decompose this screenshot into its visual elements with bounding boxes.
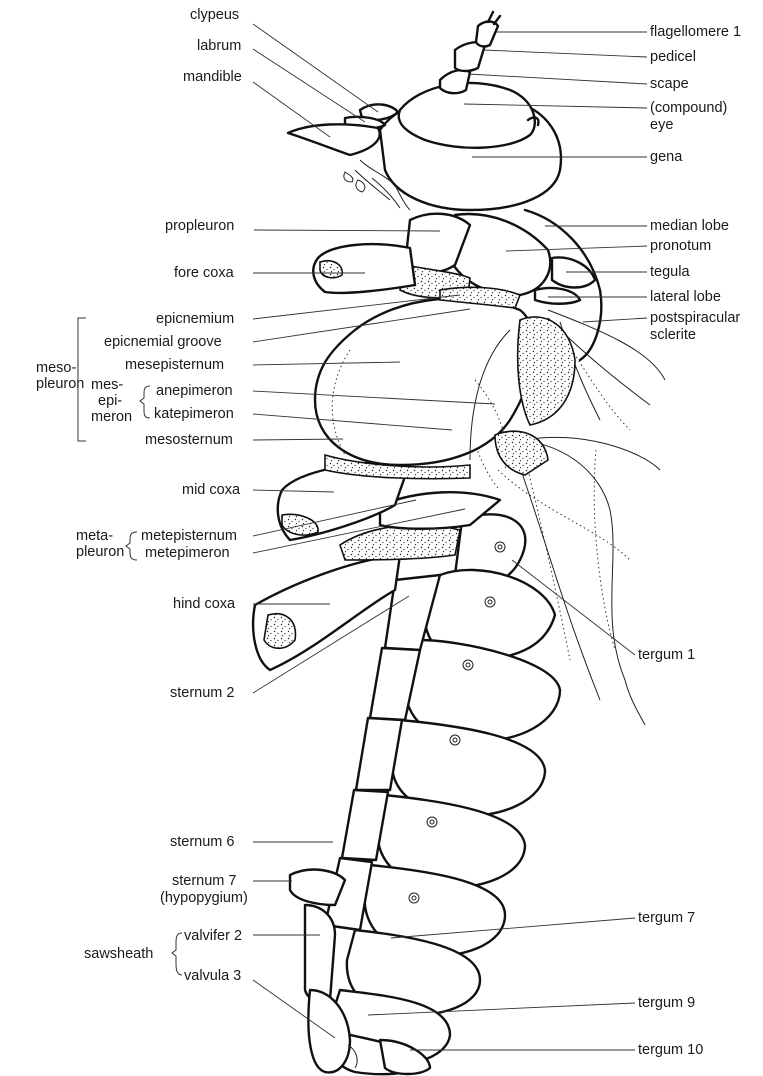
label-median-lobe: median lobe xyxy=(650,218,729,234)
label-sawsheath: sawsheath xyxy=(84,946,153,962)
label-tergum-1: tergum 1 xyxy=(638,647,695,663)
label-propleuron: propleuron xyxy=(165,218,234,234)
mouthparts-2 xyxy=(344,172,365,192)
label-mandible: mandible xyxy=(183,69,242,85)
compound-eye-shape xyxy=(399,83,535,148)
label-pronotum: pronotum xyxy=(650,238,711,254)
label-valvifer-2: valvifer 2 xyxy=(184,928,242,944)
valvifer-shape xyxy=(305,905,335,1002)
label-tergum-7: tergum 7 xyxy=(638,910,695,926)
label-sternum-2: sternum 2 xyxy=(170,685,234,701)
metapleuron-bracket xyxy=(126,532,137,560)
hind-coxa-shape xyxy=(253,555,400,670)
label-mesosternum: mesosternum xyxy=(145,432,233,448)
label-metepimeron: metepimeron xyxy=(145,545,230,561)
label-metapleuron-line2: pleuron xyxy=(76,544,124,560)
label-tergum-9: tergum 9 xyxy=(638,995,695,1011)
label-postspiracular-line1: postspiracular xyxy=(650,310,740,326)
hypopygium-shape xyxy=(290,870,345,905)
flagellomere-shape xyxy=(476,22,498,47)
label-epicnemium: epicnemium xyxy=(156,311,234,327)
label-metepisternum: metepisternum xyxy=(141,528,237,544)
label-sternum-7-line1: sternum 7 xyxy=(172,873,236,889)
label-mesepimeron-line3: meron xyxy=(91,409,132,425)
mandible-shape xyxy=(288,124,380,155)
label-compound-eye-line1: (compound) xyxy=(650,100,727,116)
label-scape: scape xyxy=(650,76,689,92)
label-postspiracular-line2: sclerite xyxy=(650,327,696,343)
label-mesopleuron-line2: pleuron xyxy=(36,376,84,392)
label-fore-coxa: fore coxa xyxy=(174,265,235,281)
label-tergum-10: tergum 10 xyxy=(638,1042,703,1058)
label-tegula: tegula xyxy=(650,264,690,280)
mesepimeron-bracket xyxy=(140,386,150,418)
insect-illustration xyxy=(253,12,665,1074)
label-compound-eye-line2: eye xyxy=(650,117,673,133)
label-mesepisternum: mesepisternum xyxy=(125,357,224,373)
label-anepimeron: anepimeron xyxy=(156,383,233,399)
label-epicnemial-groove: epicnemial groove xyxy=(104,334,222,350)
label-pedicel: pedicel xyxy=(650,49,696,65)
scape-shape xyxy=(440,70,470,93)
label-valvula-3: valvula 3 xyxy=(184,968,241,984)
label-gena: gena xyxy=(650,149,683,165)
label-mesopleuron-line1: meso- xyxy=(36,360,76,376)
label-mesepimeron-line2: epi- xyxy=(98,393,122,409)
postspiracular-stipple xyxy=(518,317,575,425)
label-hind-coxa: hind coxa xyxy=(173,596,236,612)
label-sternum-6: sternum 6 xyxy=(170,834,234,850)
label-mid-coxa: mid coxa xyxy=(182,482,241,498)
label-metapleuron-line1: meta- xyxy=(76,528,113,544)
label-labrum: labrum xyxy=(197,38,241,54)
hind-coxa-stipple xyxy=(264,614,295,649)
label-sternum-7-line2: (hypopygium) xyxy=(160,890,248,906)
label-clypeus: clypeus xyxy=(190,7,239,23)
metepimeron-stipple xyxy=(340,525,460,560)
sawsheath-bracket xyxy=(172,933,182,975)
label-flagellomere-1: flagellomere 1 xyxy=(650,24,741,40)
lateral-lobe-shape xyxy=(535,288,580,304)
label-mesepimeron-line1: mes- xyxy=(91,377,123,393)
label-lateral-lobe: lateral lobe xyxy=(650,289,721,305)
label-katepimeron: katepimeron xyxy=(154,406,234,422)
